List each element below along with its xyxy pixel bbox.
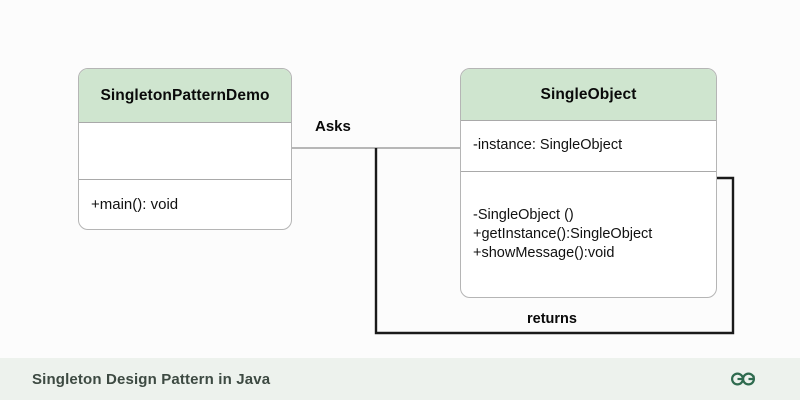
class-attributes-singletonpatterndemo [79, 123, 291, 179]
class-operations-singletonpatterndemo: +main(): void [79, 179, 291, 229]
geeksforgeeks-logo [728, 369, 758, 389]
uml-class-singleobject[interactable]: SingleObject -instance: SingleObject -Si… [460, 68, 717, 298]
edge-label-returns: returns [527, 311, 577, 327]
uml-class-singletonpatterndemo[interactable]: SingletonPatternDemo +main(): void [78, 68, 292, 230]
edge-returns-line [374, 148, 735, 335]
footer-bar: Singleton Design Pattern in Java [0, 358, 800, 400]
edge-label-asks: Asks [315, 118, 351, 135]
class-name-singletonpatterndemo: SingletonPatternDemo [79, 69, 291, 123]
class-operations-singleobject: -SingleObject () +getInstance():SingleOb… [461, 171, 716, 297]
footer-title: Singleton Design Pattern in Java [32, 370, 271, 388]
class-attributes-singleobject: -instance: SingleObject [473, 137, 623, 154]
class-name-singleobject: SingleObject [461, 69, 716, 121]
